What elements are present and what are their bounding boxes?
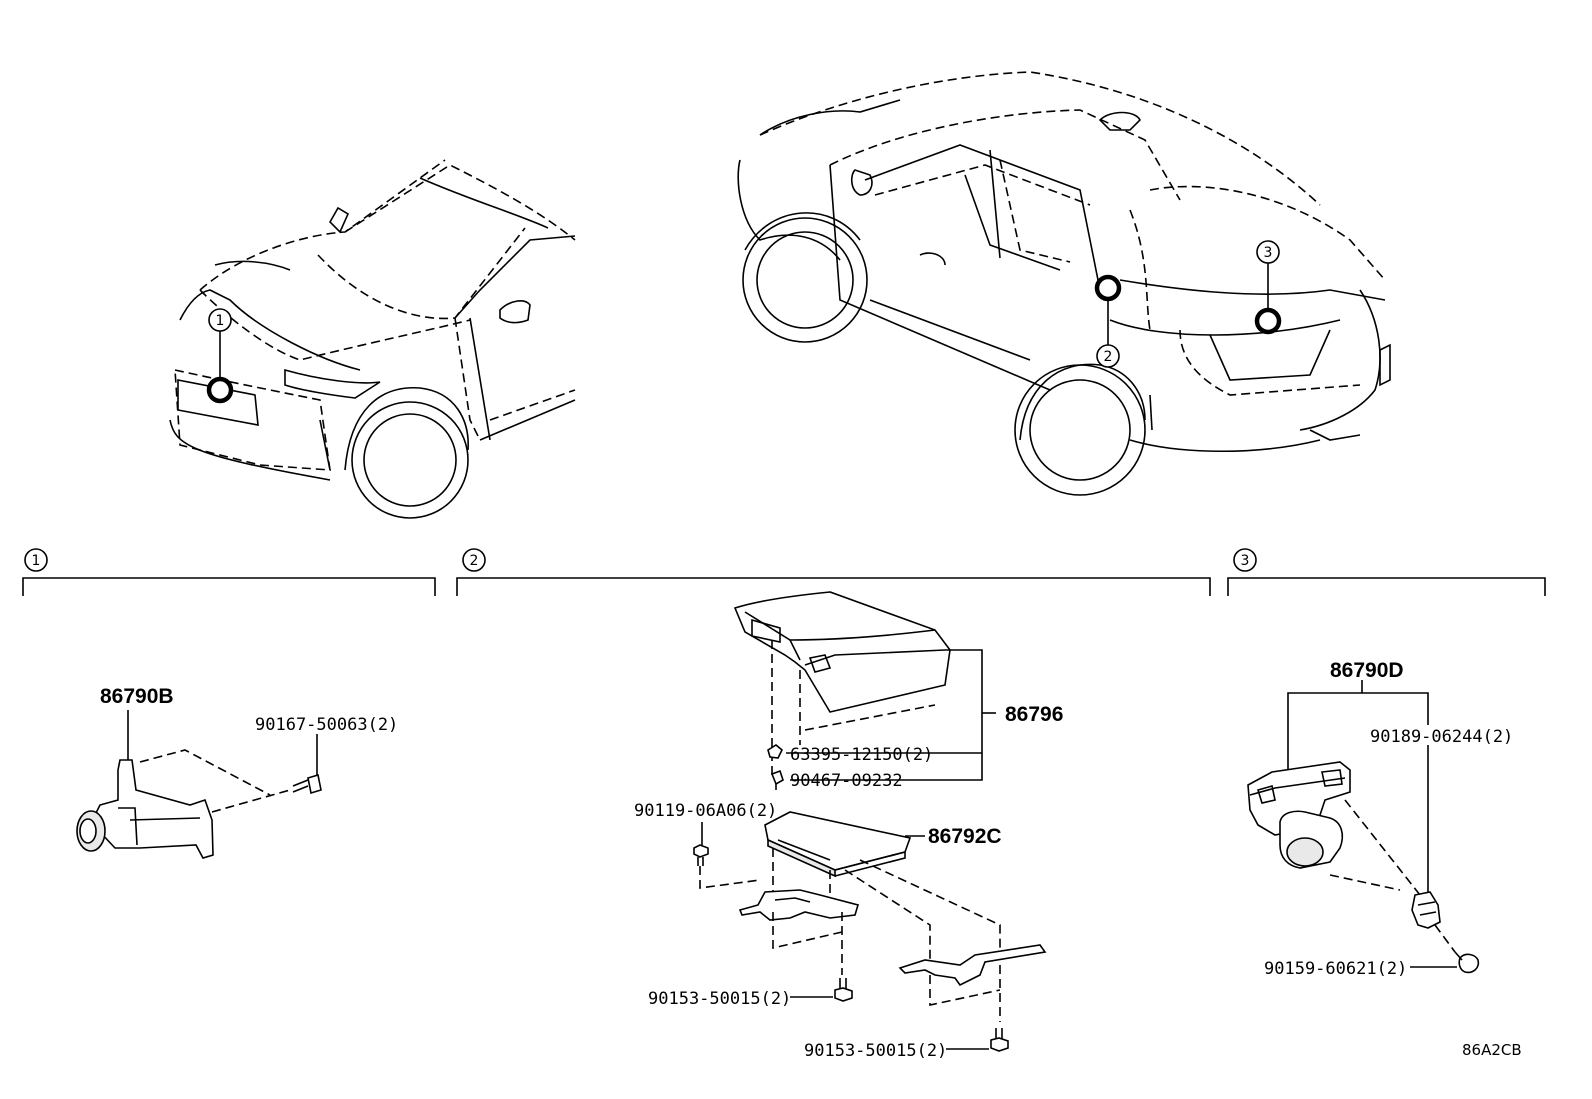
part-number-86796: 86796 xyxy=(1005,703,1063,726)
front-vehicle-illustration xyxy=(169,159,576,519)
ecu-module-86792C: 86792C xyxy=(764,811,1002,960)
part-number-63395-12150: 63395-12150(2) xyxy=(790,745,933,765)
part-number-86792C: 86792C xyxy=(928,825,1002,848)
callout-1-number: 1 xyxy=(216,313,225,329)
callout-2-number: 2 xyxy=(1104,349,1113,365)
section-2-number: 2 xyxy=(470,553,479,569)
part-number-90167-50063: 90167-50063(2) xyxy=(255,715,398,735)
callout-3: 3 xyxy=(1254,240,1282,335)
ecu-cover-86796 xyxy=(733,591,951,775)
camera-location-marker xyxy=(206,376,234,404)
ecu-location-marker xyxy=(1094,274,1122,302)
part-number-90189-06244: 90189-06244(2) xyxy=(1370,727,1513,747)
bolt-90153-50015-a: 90153-50015(2) xyxy=(648,978,853,1009)
label-86796-bracket: 86796 xyxy=(786,649,1063,781)
callout-1: 1 xyxy=(206,308,234,404)
front-camera-assembly xyxy=(76,749,291,859)
label-86790D-bracket: 86790D xyxy=(1287,659,1429,895)
clip-63395-12150: 63395-12150(2) xyxy=(767,744,933,765)
rear-vehicle-illustration xyxy=(737,71,1391,496)
part-number-90153-50015-b: 90153-50015(2) xyxy=(804,1041,947,1061)
section-1-number: 1 xyxy=(32,553,41,569)
part-number-86790B: 86790B xyxy=(100,685,174,708)
callout-2: 2 xyxy=(1094,274,1122,368)
part-number-90153-50015-a: 90153-50015(2) xyxy=(648,989,791,1009)
bolt-90119-06A06: 90119-06A06(2) xyxy=(634,801,777,889)
screw-90467-09232: 90467-09232 xyxy=(770,769,903,791)
part-number-90467-09232: 90467-09232 xyxy=(790,771,903,791)
screw-90159-60621: 90159-60621(2) xyxy=(1264,951,1480,979)
rear-camera-assembly xyxy=(1247,761,1421,896)
section-3-number: 3 xyxy=(1241,553,1250,569)
bolt-90167-50063 xyxy=(292,734,322,795)
section-1-header: 1 xyxy=(22,548,436,596)
part-number-90119-06A06: 90119-06A06(2) xyxy=(634,801,777,821)
clip-90189-06244 xyxy=(1411,891,1456,953)
ecu-bracket-left xyxy=(738,889,860,975)
ecu-bracket-right xyxy=(898,944,1047,1022)
part-number-86790D: 86790D xyxy=(1330,659,1404,682)
rear-camera-location-marker xyxy=(1254,307,1282,335)
bolt-90153-50015-b: 90153-50015(2) xyxy=(804,1028,1009,1061)
part-number-90159-60621: 90159-60621(2) xyxy=(1264,959,1407,979)
label-86790B: 86790B xyxy=(100,685,174,760)
figure-code: 86A2CB xyxy=(1462,1041,1522,1059)
section-2-header: 2 xyxy=(456,548,1211,596)
callout-3-number: 3 xyxy=(1264,245,1273,261)
section-3-header: 3 xyxy=(1227,548,1546,596)
